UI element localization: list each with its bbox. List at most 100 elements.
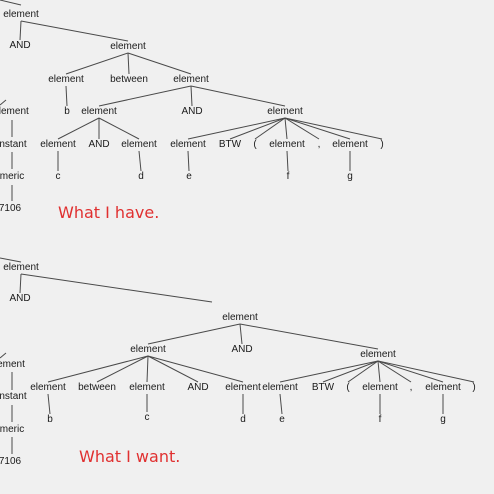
tree-node-g: g (440, 414, 446, 425)
tree-node-b: b (47, 414, 53, 425)
tree-node-and2: AND (231, 344, 253, 355)
tree-node-btw1: between (110, 74, 148, 85)
tree-node-lmeric: meric (0, 171, 25, 182)
tree-edge (47, 355, 149, 383)
tree-edge (0, 99, 7, 106)
tree-edge (229, 117, 286, 140)
tree-node-d: d (138, 171, 144, 182)
tree-edge (377, 360, 381, 383)
tree-edge (98, 117, 140, 140)
tree-edge (284, 117, 320, 140)
tree-edge (127, 52, 130, 75)
tree-node-e2: element (110, 41, 146, 52)
tree-edge (377, 360, 475, 383)
tree-edge (57, 117, 100, 140)
tree-node-c: c (55, 171, 61, 182)
tree-node-comma: , (317, 139, 321, 150)
tree-edge (322, 360, 379, 383)
tree-node-b: b (64, 106, 70, 117)
tree-node-rp: ) (472, 382, 476, 393)
tree-edge (284, 117, 288, 140)
tree-node-e2: element (222, 312, 258, 323)
tree-edge (147, 355, 199, 383)
tree-node-btw1: between (78, 382, 116, 393)
tree-node-lstant: nstant (0, 391, 27, 402)
tree-node-lele: ement (0, 359, 25, 370)
tree-edge (127, 52, 192, 75)
tree-edge (377, 360, 412, 383)
tree-edge (239, 323, 243, 345)
tree-edge (254, 117, 286, 140)
tree-node-e9: element (362, 382, 398, 393)
tree-node-rp: ) (380, 139, 384, 150)
tree-edge (0, 257, 22, 263)
tree-edge (279, 360, 379, 383)
tree-edge (138, 150, 142, 172)
tree-edge (146, 355, 149, 383)
tree-node-e7: element (40, 139, 76, 150)
tree-node-e9: element (170, 139, 206, 150)
tree-node-lnum: 7106 (0, 456, 22, 467)
tree-node-and1: AND (9, 293, 31, 304)
tree-node-f: f (378, 414, 382, 425)
tree-edge (96, 355, 149, 383)
tree-node-c: c (144, 412, 150, 423)
tree-edge (19, 273, 22, 294)
tree-edge (284, 117, 351, 140)
tree-node-lstant: nstant (0, 139, 27, 150)
tree-node-btw2: BTW (311, 382, 335, 393)
tree-edge (147, 355, 244, 383)
tree-node-comma: , (409, 382, 413, 393)
tree-node-e3: element (130, 344, 166, 355)
tree-node-and1: AND (9, 40, 31, 51)
tree-edge (347, 360, 379, 383)
tree-node-e5: element (30, 382, 66, 393)
tree-edge (65, 52, 129, 75)
tree-edge (19, 20, 22, 41)
tree-edge (187, 150, 190, 172)
tree-node-e10: element (269, 139, 305, 150)
tree-edge (0, 352, 7, 359)
tree-edge (147, 323, 241, 345)
tree-edge (187, 117, 286, 140)
tree-node-e4: element (360, 349, 396, 360)
tree-node-e5: element (81, 106, 117, 117)
tree-node-and3: AND (88, 139, 110, 150)
tree-edge (377, 360, 444, 383)
tree-node-g: g (347, 171, 353, 182)
tree-node-e3: element (48, 74, 84, 85)
tree-node-root: element (3, 9, 39, 20)
tree-edge (284, 117, 383, 140)
tree-edge (239, 323, 379, 350)
tree-edge (286, 150, 289, 172)
tree-node-btw2: BTW (218, 139, 242, 150)
tree-node-f: f (286, 171, 290, 182)
tree-node-e11: element (332, 139, 368, 150)
tree-node-root: element (3, 262, 39, 273)
tree-edge (98, 85, 192, 107)
tree-edge (190, 85, 286, 107)
tree-node-e4: element (173, 74, 209, 85)
tree-node-e6: element (267, 106, 303, 117)
tree-edge (47, 393, 51, 415)
tree-node-and3: AND (187, 382, 209, 393)
tree-edge (20, 20, 129, 42)
tree-edge (0, 0, 22, 6)
tree-node-e6: element (129, 382, 165, 393)
tree-edge (65, 85, 68, 107)
tree-node-e: e (186, 171, 192, 182)
tree-node-e7: element (225, 382, 261, 393)
tree-edge (20, 273, 131, 291)
tree-edge (279, 393, 283, 415)
tree-node-d: d (240, 414, 246, 425)
tree-edge (129, 289, 213, 303)
tree-node-lp: ( (253, 139, 257, 150)
tree-node-and2: AND (181, 106, 203, 117)
tree-node-e10: element (425, 382, 461, 393)
tree-node-lmeric: meric (0, 424, 25, 435)
tree-node-e8: element (262, 382, 298, 393)
tree-node-lnum: 7106 (0, 203, 22, 214)
tree-caption: What I have. (58, 203, 160, 222)
